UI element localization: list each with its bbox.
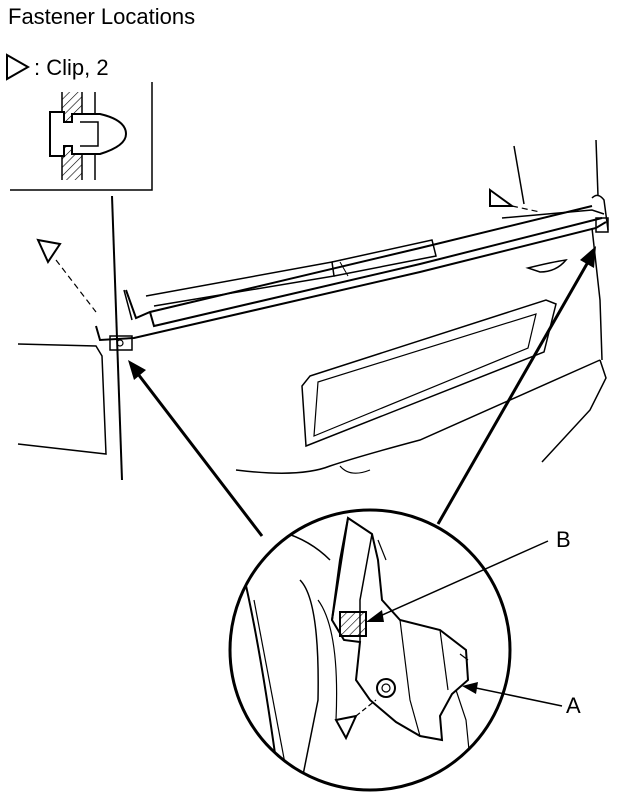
clip-location-left-icon — [36, 238, 62, 265]
legend-clip-label: : Clip, 2 — [34, 55, 109, 80]
clip-inset — [10, 82, 153, 191]
callout-label-a: A — [566, 693, 581, 718]
clip-triangle-icon — [6, 53, 31, 81]
diagram-title: Fastener Locations — [8, 4, 196, 29]
leader-arrows — [128, 246, 596, 537]
clip-location-right-icon — [489, 188, 516, 207]
callout-leaders — [366, 540, 563, 707]
tailgate-panel — [95, 194, 609, 474]
callout-label-b: B — [556, 527, 571, 552]
vehicle-body — [17, 139, 599, 481]
detail-view — [228, 508, 512, 792]
